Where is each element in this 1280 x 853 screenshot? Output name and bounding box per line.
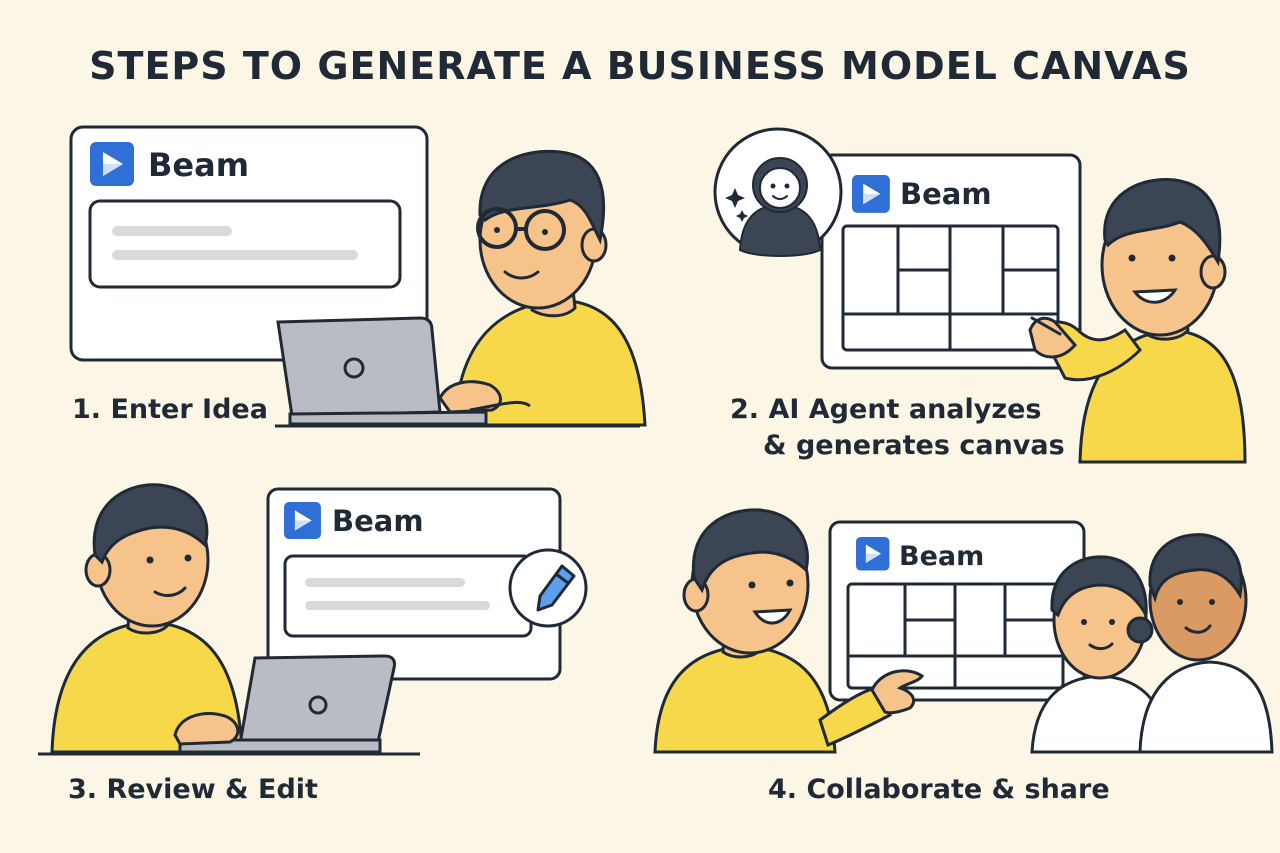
step-4-presenter xyxy=(653,508,925,754)
step-3-panel: Beam xyxy=(266,487,588,681)
step-2-person xyxy=(1028,177,1247,464)
step-1-label: 1. Enter Idea xyxy=(72,394,268,425)
step-4-panel: Beam xyxy=(828,520,1086,702)
brand-name: Beam xyxy=(332,504,424,538)
beam-logo-icon xyxy=(284,502,321,539)
beam-logo-icon xyxy=(90,142,134,186)
business-model-canvas-grid xyxy=(846,582,1065,690)
ai-agent-avatar xyxy=(713,127,843,257)
step-4-colleague-man xyxy=(1138,533,1274,754)
beam-logo-icon xyxy=(856,537,890,571)
laptop-icon xyxy=(276,316,488,426)
step-3-label: 3. Review & Edit xyxy=(68,774,318,805)
business-model-canvas-grid xyxy=(841,224,1060,352)
step-1-person xyxy=(275,149,647,428)
edit-field[interactable] xyxy=(283,554,533,638)
step-2-label-line2: & generates canvas xyxy=(763,430,1065,461)
sparkle-icon xyxy=(725,188,748,222)
brand-name: Beam xyxy=(148,146,249,184)
step-2-label-line1: 2. AI Agent analyzes xyxy=(730,394,1042,425)
laptop-icon xyxy=(178,654,396,754)
beam-logo-icon xyxy=(852,175,890,213)
page-title: STEPS TO GENERATE A BUSINESS MODEL CANVA… xyxy=(89,44,1191,88)
glasses-icon xyxy=(476,207,566,251)
step-3-person xyxy=(38,483,420,756)
idea-input-field[interactable] xyxy=(88,199,402,289)
step-4-colleague-woman xyxy=(1030,555,1170,754)
step-2-panel: Beam xyxy=(713,127,1082,370)
step-1-panel: Beam xyxy=(69,125,429,362)
step-4-label: 4. Collaborate & share xyxy=(768,774,1110,805)
pencil-edit-icon[interactable] xyxy=(508,548,588,628)
brand-name: Beam xyxy=(899,541,984,572)
brand-name: Beam xyxy=(900,177,992,211)
